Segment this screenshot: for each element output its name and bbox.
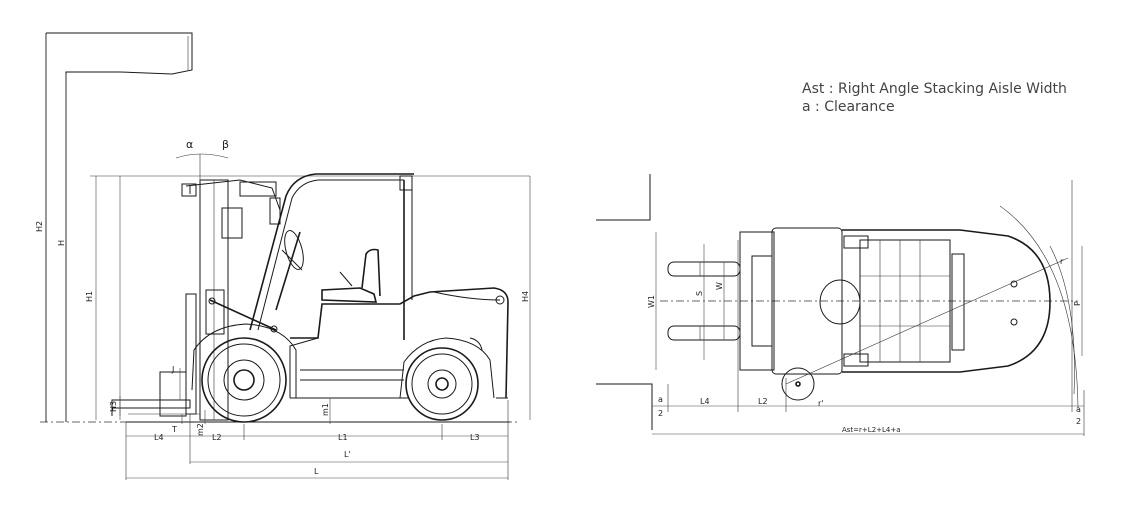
label-r-prime: r' (818, 399, 824, 408)
rear-wheel (399, 337, 495, 421)
top-view-labels: W1 S W P r r' a 2 a 2 L4 L2 Ast=r+L2+L4+… (647, 257, 1082, 434)
label-P: P (1073, 301, 1082, 306)
label-r: r (1060, 257, 1064, 266)
label-m2: m2 (196, 423, 205, 436)
operator-seat (321, 248, 381, 303)
label-top-L2: L2 (758, 397, 768, 406)
legend-clearance: a : Clearance (802, 99, 895, 115)
overhead-guard (249, 173, 414, 340)
front-wheel (191, 323, 297, 423)
label-m1: m1 (321, 403, 330, 416)
label-H2: H2 (35, 221, 44, 232)
legend-ast: Ast : Right Angle Stacking Aisle Width (802, 81, 1067, 97)
top-view (596, 174, 1085, 436)
legend: Ast : Right Angle Stacking Aisle Width a… (802, 80, 1067, 116)
label-W: W (715, 282, 724, 290)
label-two-right: 2 (1076, 417, 1081, 426)
label-two-left: 2 (658, 409, 663, 418)
label-a-left: a (658, 395, 663, 404)
label-J: J (171, 365, 174, 374)
label-H1: H1 (85, 291, 94, 302)
side-view (40, 32, 531, 480)
label-S: S (695, 291, 704, 296)
label-L4: L4 (154, 433, 164, 442)
label-L2: L2 (212, 433, 222, 442)
label-top-L4: L4 (700, 397, 710, 406)
label-L-prime: L' (344, 450, 351, 459)
label-H3: H3 (109, 401, 118, 412)
mast (181, 179, 281, 421)
label-L: L (314, 467, 319, 476)
side-view-labels: α β H2 H H1 H4 H3 J T m1 m2 L4 L2 L1 L3 … (35, 138, 530, 476)
steering-column (275, 230, 304, 311)
truck-body (289, 287, 509, 399)
label-beta: β (222, 138, 229, 151)
label-a-right: a (1076, 405, 1081, 414)
label-L3: L3 (470, 433, 480, 442)
label-ast-formula: Ast=r+L2+L4+a (842, 426, 901, 434)
label-L1: L1 (338, 433, 348, 442)
label-H: H (57, 240, 66, 246)
label-T: T (171, 425, 177, 434)
forks (111, 371, 200, 417)
label-alpha: α (186, 138, 193, 151)
raised-mast-outline (45, 32, 193, 422)
truck-top (739, 227, 1051, 375)
label-H4: H4 (521, 291, 530, 302)
label-W1: W1 (647, 295, 656, 308)
